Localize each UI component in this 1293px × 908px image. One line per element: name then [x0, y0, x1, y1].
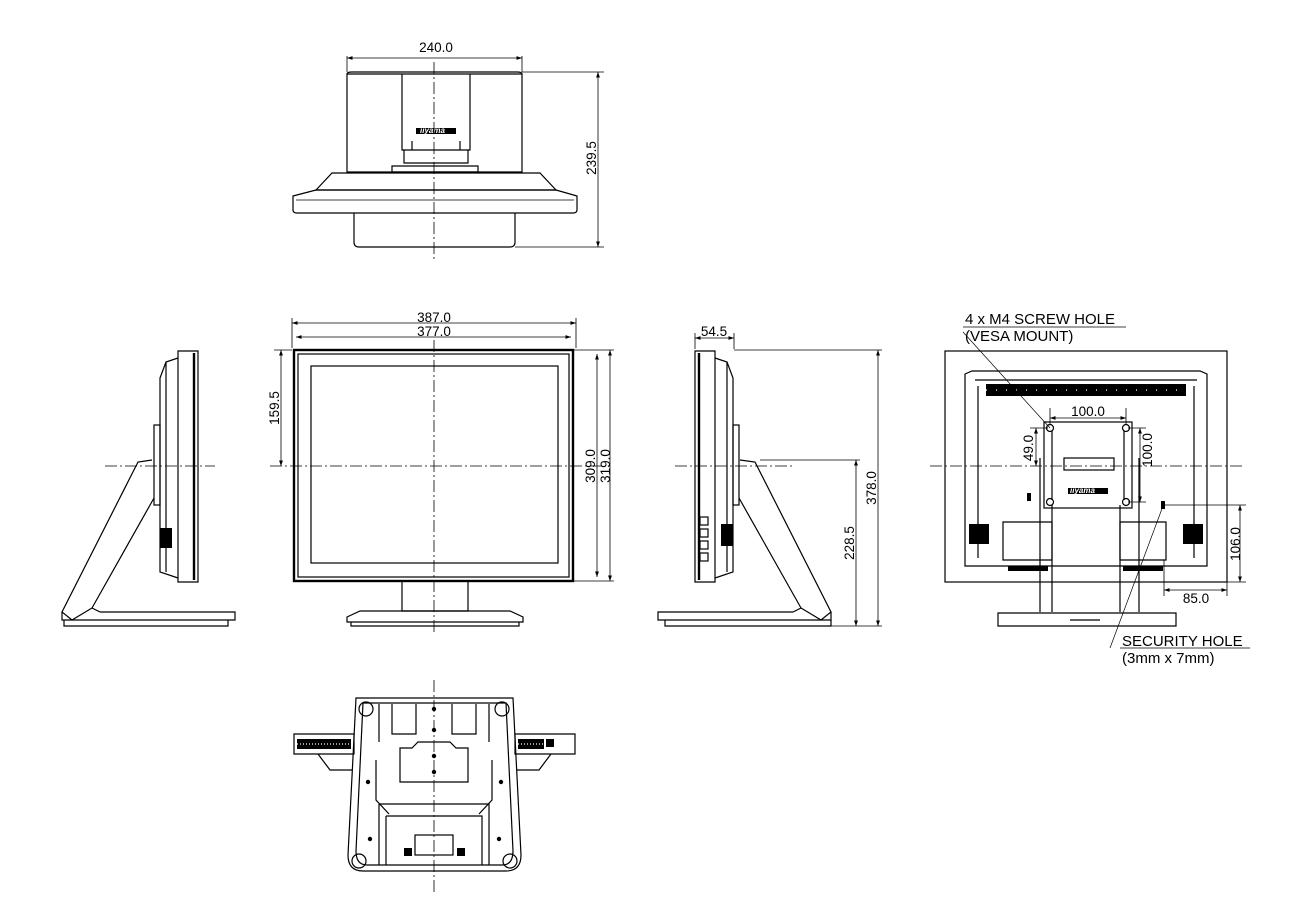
security-hole-label: SECURITY HOLE	[1122, 633, 1243, 650]
dim-vesa-horizontal: 100.0	[1071, 404, 1105, 419]
dim-top-width: 240.0	[419, 40, 453, 55]
left-side-view	[61, 350, 236, 627]
top-view-brand: iiyama	[420, 126, 445, 135]
right-side-view: 54.5 228.5 378.0	[657, 324, 882, 627]
dim-vesa-vertical: 100.0	[1140, 433, 1155, 467]
rear-view: iiyama 100.0 100.0 49.0 106.0 85.0 4 x M…	[930, 311, 1250, 667]
dim-side-depth: 54.5	[701, 324, 727, 339]
dim-front-center-height: 159.5	[267, 391, 282, 425]
dim-side-center-height: 228.5	[842, 526, 857, 560]
dim-front-outer-width: 387.0	[417, 310, 451, 325]
screw-hole-sublabel: (VESA MOUNT)	[965, 328, 1073, 345]
dim-top-depth: 239.5	[584, 141, 599, 175]
dim-vesa-offset: 49.0	[1021, 435, 1036, 461]
rear-view-brand: iiyama	[1070, 486, 1095, 495]
bottom-view	[293, 680, 576, 892]
dim-security-offset: 85.0	[1183, 591, 1209, 606]
top-view: iiyama 240.0 239.5	[292, 40, 604, 262]
dim-security-height: 106.0	[1228, 527, 1243, 561]
front-view: 387.0 377.0 159.5 309.0 319.0	[267, 310, 614, 632]
dim-side-total-height: 378.0	[864, 471, 879, 505]
dim-front-outer-height: 319.0	[598, 449, 613, 483]
dim-front-screen-height: 309.0	[583, 449, 598, 483]
screw-hole-label: 4 x M4 SCREW HOLE	[965, 311, 1115, 328]
security-hole-sublabel: (3mm x 7mm)	[1122, 650, 1215, 667]
dim-front-inner-width: 377.0	[417, 324, 451, 339]
